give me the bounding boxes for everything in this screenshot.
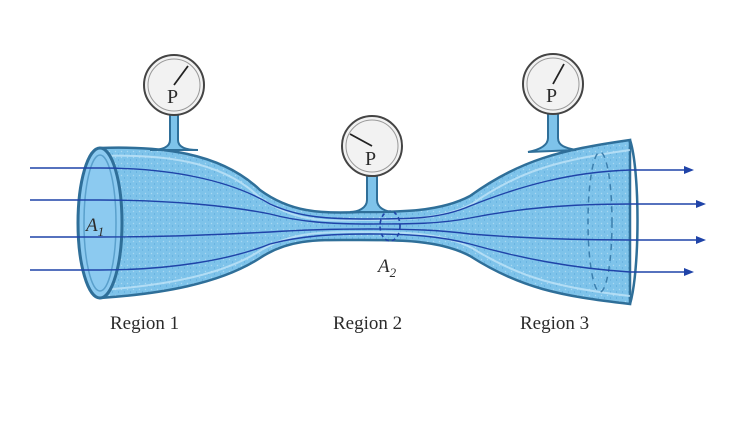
- right-pressure-gauge: P: [522, 53, 584, 115]
- streamline-2: [30, 199, 700, 225]
- streamline-3: [30, 228, 700, 241]
- arrowhead-2: [696, 200, 706, 208]
- region-3-label: Region 3: [520, 313, 589, 334]
- right-gauge-needle: [552, 63, 565, 85]
- right-gauge-letter: P: [546, 85, 557, 107]
- arrowhead-3: [696, 236, 706, 244]
- gauge-stems: [149, 111, 577, 213]
- left-gauge-needle: [173, 65, 189, 86]
- flow-arrowheads: [684, 166, 706, 276]
- middle-gauge-letter: P: [365, 148, 376, 170]
- inlet-opening: [76, 146, 124, 300]
- streamline-4: [30, 233, 690, 273]
- left-gauge-letter: P: [167, 86, 178, 108]
- streamline-1: [30, 167, 690, 220]
- outlet-cross-section: [587, 151, 613, 293]
- middle-gauge-needle: [349, 133, 373, 147]
- venturi-tube: [98, 138, 632, 306]
- streamlines: [30, 167, 700, 273]
- middle-gauge-stem: [349, 175, 395, 213]
- region-1-label: Region 1: [110, 313, 179, 334]
- arrowhead-4: [684, 268, 694, 276]
- area-a2-label: A2: [376, 256, 397, 280]
- arrowhead-1: [684, 166, 694, 174]
- middle-pressure-gauge: P: [341, 115, 403, 177]
- outlet-end: [628, 139, 639, 305]
- left-pressure-gauge: P: [143, 54, 205, 116]
- region-2-label: Region 2: [333, 313, 402, 334]
- area-a1-label: A1: [84, 215, 104, 239]
- left-gauge-stem: [149, 111, 199, 151]
- right-gauge-stem: [527, 111, 577, 153]
